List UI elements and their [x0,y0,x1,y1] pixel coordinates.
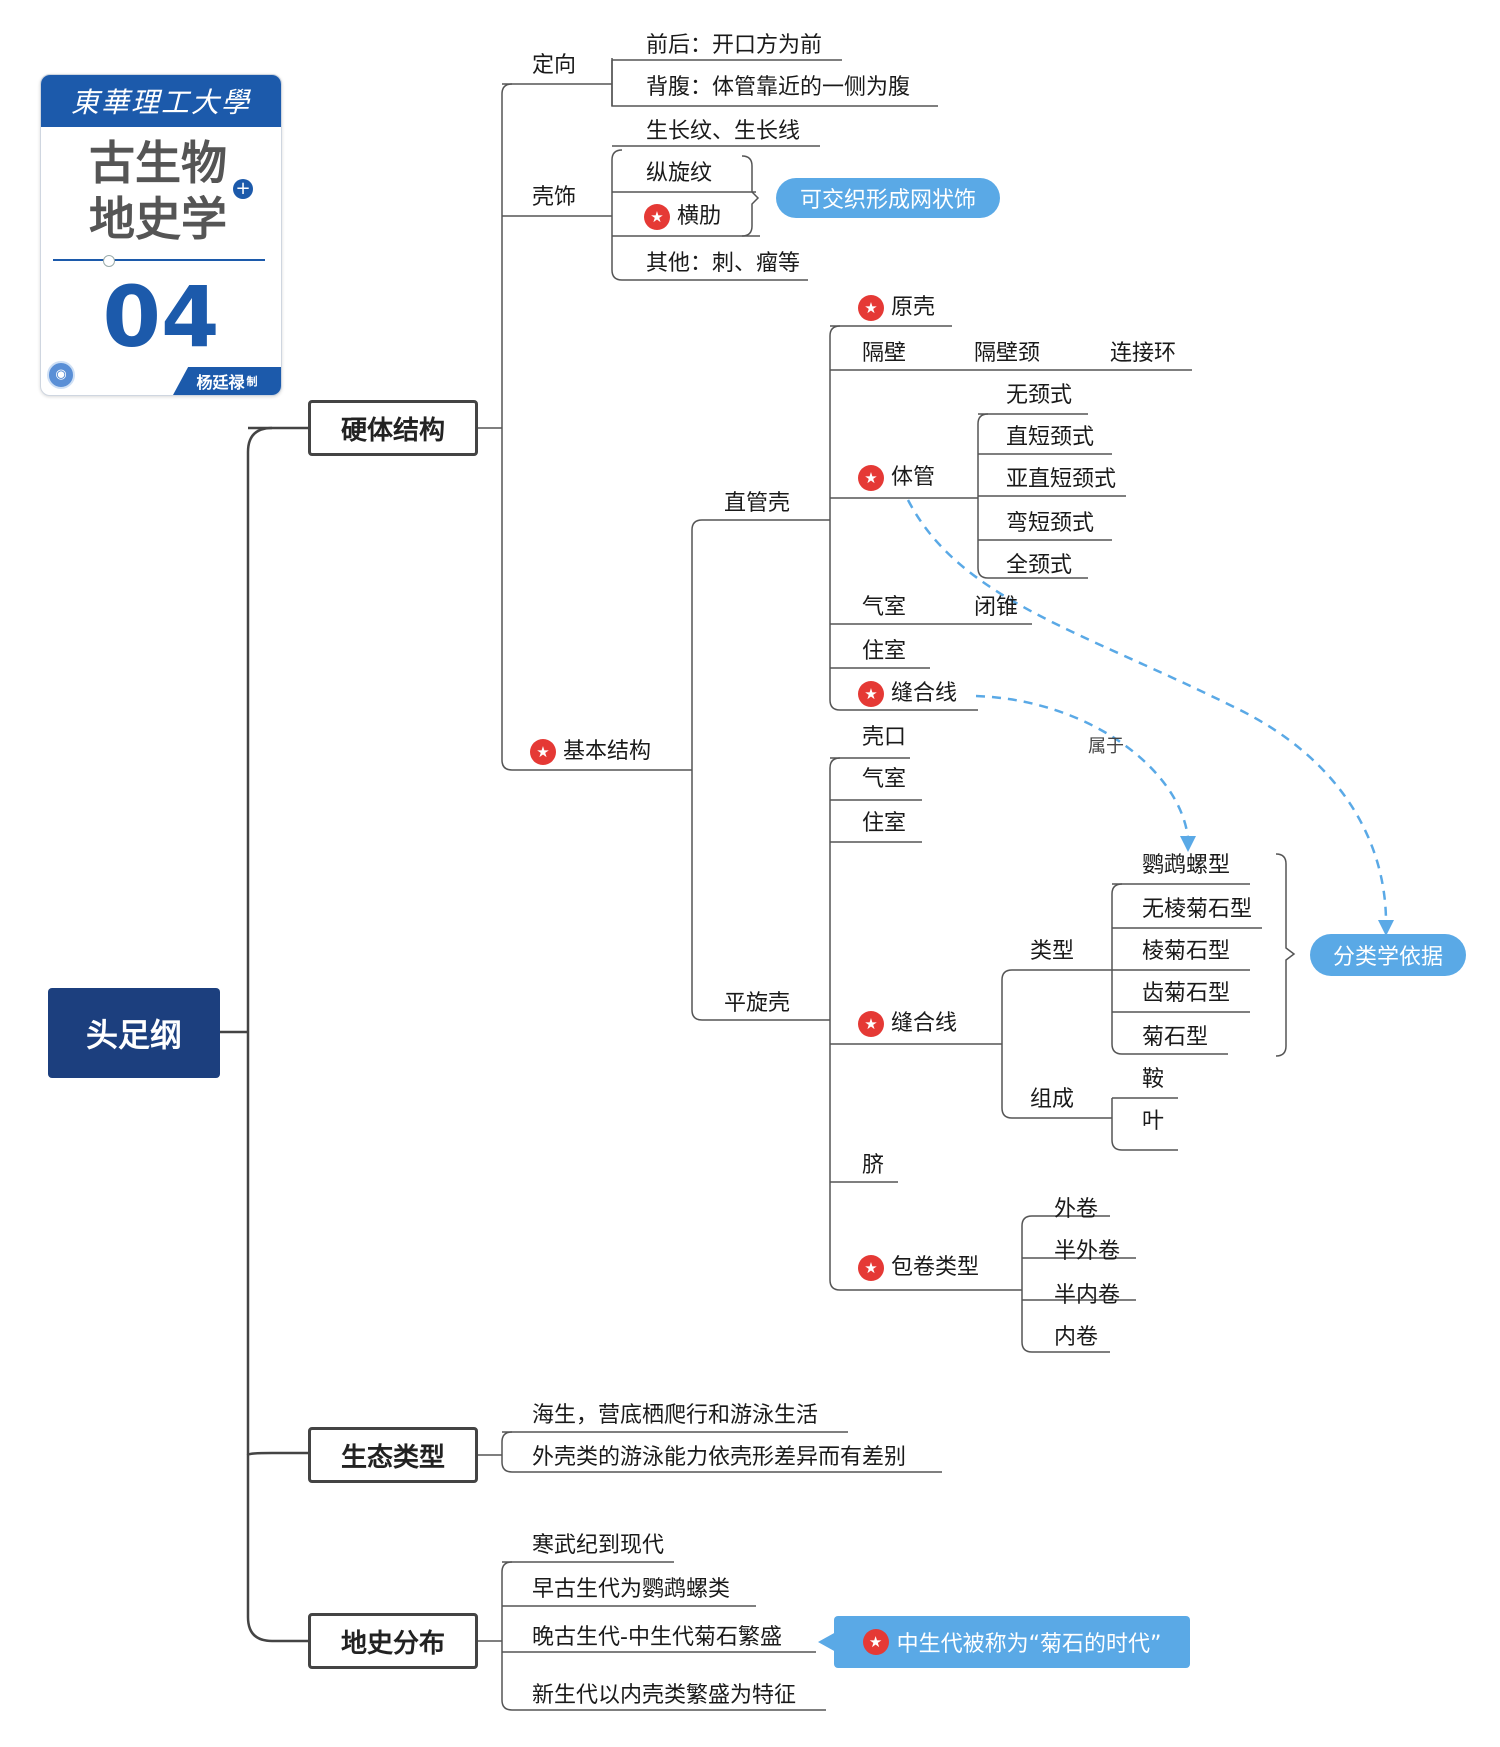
star-icon: ★ [858,465,884,491]
node-protoconch[interactable]: ★原壳 [858,294,935,322]
suture-type-item[interactable]: 菊石型 [1142,1025,1209,1050]
node-front-back[interactable]: 前后：开口方为前 [646,33,823,58]
relation-label: 属于 [1088,736,1124,757]
node-suture-straight[interactable]: ★缝合线 [858,680,957,708]
neck-type-item[interactable]: 全颈式 [1006,553,1073,578]
neck-type-item[interactable]: 亚直短颈式 [1006,467,1117,492]
lesson-number: 04 [102,268,220,366]
node-living-chamber-coiled[interactable]: 住室 [862,811,907,836]
branch-ecology[interactable]: 生态类型 [308,1427,478,1483]
coil-type-item[interactable]: 半外卷 [1054,1239,1121,1264]
plus-icon: + [233,179,253,199]
branch-hard-structure[interactable]: 硬体结构 [308,400,478,456]
author-badge: 杨廷禄制 [173,367,281,395]
node-connecting-ring[interactable]: 连接环 [1110,341,1177,366]
node-aperture[interactable]: 壳口 [862,725,907,750]
node-ornament-other[interactable]: 其他：刺、瘤等 [646,251,801,276]
node-straight-shell[interactable]: 直管壳 [724,491,791,516]
node-basic-structure[interactable]: ★基本结构 [530,738,651,766]
course-title: 古生物 地史学 [89,136,227,246]
ecology-item[interactable]: 外壳类的游泳能力依壳形差异而有差别 [532,1445,907,1470]
distribution-item[interactable]: 寒武纪到现代 [532,1533,665,1558]
branch-distribution[interactable]: 地史分布 [308,1613,478,1669]
root-node[interactable]: 头足纲 [48,988,220,1078]
node-coiled-shell[interactable]: 平旋壳 [724,991,791,1016]
divider [53,259,265,261]
node-composition[interactable]: 组成 [1030,1087,1075,1112]
node-umbilicus[interactable]: 脐 [862,1153,885,1178]
node-growth-lines[interactable]: 生长纹、生长线 [646,119,801,144]
callout-network-ornament[interactable]: 可交织形成网状饰 [776,178,1000,218]
suture-type-item[interactable]: 无棱菊石型 [1142,897,1253,922]
slider-dot-icon [103,255,115,267]
star-icon: ★ [858,295,884,321]
distribution-item[interactable]: 晚古生代-中生代菊石繁盛 [532,1625,782,1650]
ecology-item[interactable]: 海生，营底栖爬行和游泳生活 [532,1403,819,1428]
suture-type-item[interactable]: 鹦鹉螺型 [1142,853,1231,878]
university-name: 東華理工大學 [41,75,281,127]
node-suture-type[interactable]: 类型 [1030,939,1075,964]
node-orientation[interactable]: 定向 [532,53,577,78]
disc-icon: ◉ [47,361,75,389]
distribution-item[interactable]: 早古生代为鹦鹉螺类 [532,1577,731,1602]
node-chamber[interactable]: 气室 [862,595,907,620]
composition-item[interactable]: 叶 [1142,1109,1165,1134]
node-transverse[interactable]: ★横肋 [644,203,721,231]
star-icon: ★ [858,1255,884,1281]
neck-type-item[interactable]: 直短颈式 [1006,425,1095,450]
star-icon: ★ [858,1011,884,1037]
suture-type-item[interactable]: 棱菊石型 [1142,939,1231,964]
node-septal-neck[interactable]: 隔壁颈 [974,341,1041,366]
composition-item[interactable]: 鞍 [1142,1067,1165,1092]
node-coil-type[interactable]: ★包卷类型 [858,1254,979,1282]
node-suture-coiled[interactable]: ★缝合线 [858,1010,957,1038]
star-icon: ★ [862,1629,889,1655]
neck-type-item[interactable]: 无颈式 [1006,383,1073,408]
node-chamber-coiled[interactable]: 气室 [862,767,907,792]
coil-type-item[interactable]: 内卷 [1054,1325,1099,1350]
node-closed-cone[interactable]: 闭锥 [974,595,1019,620]
star-icon: ★ [644,204,670,230]
coil-type-item[interactable]: 半内卷 [1054,1283,1121,1308]
node-siphuncle[interactable]: ★体管 [858,464,935,492]
coil-type-item[interactable]: 外卷 [1054,1197,1099,1222]
node-septum[interactable]: 隔壁 [862,341,907,366]
logo-card: 東華理工大學 古生物 地史学 + 04 ◉ 杨廷禄制 [40,74,282,396]
node-living-chamber[interactable]: 住室 [862,639,907,664]
node-ornament[interactable]: 壳饰 [532,185,577,210]
node-dorsal-ventral[interactable]: 背腹：体管靠近的一侧为腹 [646,75,911,100]
callout-taxonomy-basis[interactable]: 分类学依据 [1310,934,1466,976]
callout-ammonite-era[interactable]: ★中生代被称为“菊石的时代” [834,1616,1190,1668]
neck-type-item[interactable]: 弯短颈式 [1006,511,1095,536]
suture-type-item[interactable]: 齿菊石型 [1142,981,1231,1006]
star-icon: ★ [858,681,884,707]
node-longitudinal[interactable]: 纵旋纹 [646,161,713,186]
star-icon: ★ [530,739,556,765]
distribution-item[interactable]: 新生代以内壳类繁盛为特征 [532,1683,797,1708]
